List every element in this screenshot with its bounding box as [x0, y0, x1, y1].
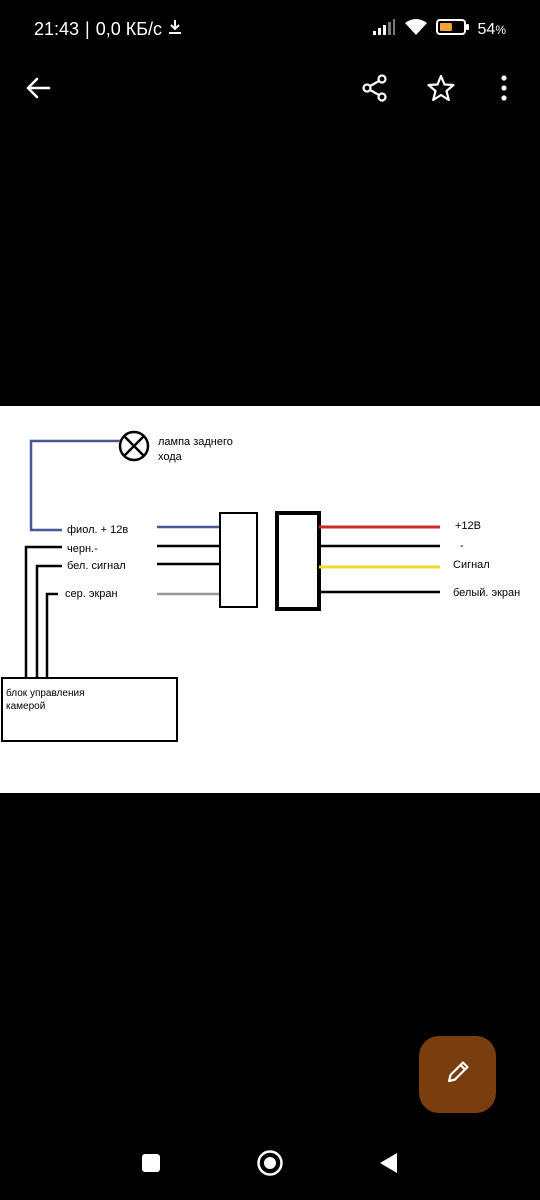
recents-square-icon [140, 1152, 162, 1179]
label-minus: - [460, 540, 464, 552]
share-icon [361, 73, 389, 107]
control-block [1, 677, 178, 742]
label-black: черн.- [67, 543, 98, 555]
white-wire-block [35, 564, 62, 678]
label-white: бел. сигнал [67, 560, 126, 572]
lamp-label: лампа заднего [158, 436, 233, 448]
label-gray: сер. экран [65, 588, 118, 600]
battery-icon [435, 18, 470, 41]
status-left: 21:43 | 0,0 КБ/с [34, 19, 182, 40]
clock: 21:43 [34, 19, 80, 39]
lamp-symbol [118, 430, 150, 462]
block-label: блок управления [6, 687, 84, 699]
left-connector [219, 512, 258, 608]
block-label-2: камерой [6, 701, 45, 712]
network-speed: 0,0 КБ/с [95, 19, 163, 39]
more-vert-icon [500, 74, 508, 106]
home-button[interactable] [245, 1140, 295, 1190]
star-icon [427, 74, 455, 107]
image-viewer[interactable]: лампа заднего хода фиол. + 12в черн.- бе… [0, 406, 540, 793]
back-button[interactable] [16, 68, 60, 112]
status-bar: 21:43 | 0,0 КБ/с [0, 0, 540, 60]
edit-button[interactable] [419, 1036, 496, 1113]
wifi-icon [404, 18, 428, 41]
system-nav-bar [0, 1130, 540, 1200]
nav-back-button[interactable] [363, 1140, 413, 1190]
signal-icon [372, 18, 396, 41]
label-violet: фиол. + 12в [67, 524, 128, 536]
favorite-button[interactable] [419, 68, 463, 112]
black-wire-block [24, 545, 62, 678]
violet-wire-lamp [29, 439, 120, 532]
label-white-screen: белый. экран [453, 587, 520, 599]
status-right: 54% [372, 18, 506, 41]
label-plus12: +12В [455, 520, 481, 532]
share-button[interactable] [353, 68, 397, 112]
back-triangle-icon [377, 1151, 399, 1180]
back-arrow-icon [25, 75, 51, 106]
wiring-diagram: лампа заднего хода фиол. + 12в черн.- бе… [1, 430, 520, 742]
more-options-button[interactable] [482, 68, 526, 112]
edit-pencil-icon [444, 1058, 472, 1091]
label-signal: Сигнал [453, 559, 490, 571]
download-icon [168, 19, 182, 40]
gray-wire-block [45, 592, 58, 678]
right-connector [275, 511, 321, 611]
app-bar [0, 60, 540, 120]
lamp-label-2: хода [158, 451, 183, 463]
status-separator: | [85, 19, 90, 39]
home-circle-icon [256, 1149, 284, 1182]
battery-percent: 54% [477, 20, 506, 38]
recents-button[interactable] [126, 1140, 176, 1190]
